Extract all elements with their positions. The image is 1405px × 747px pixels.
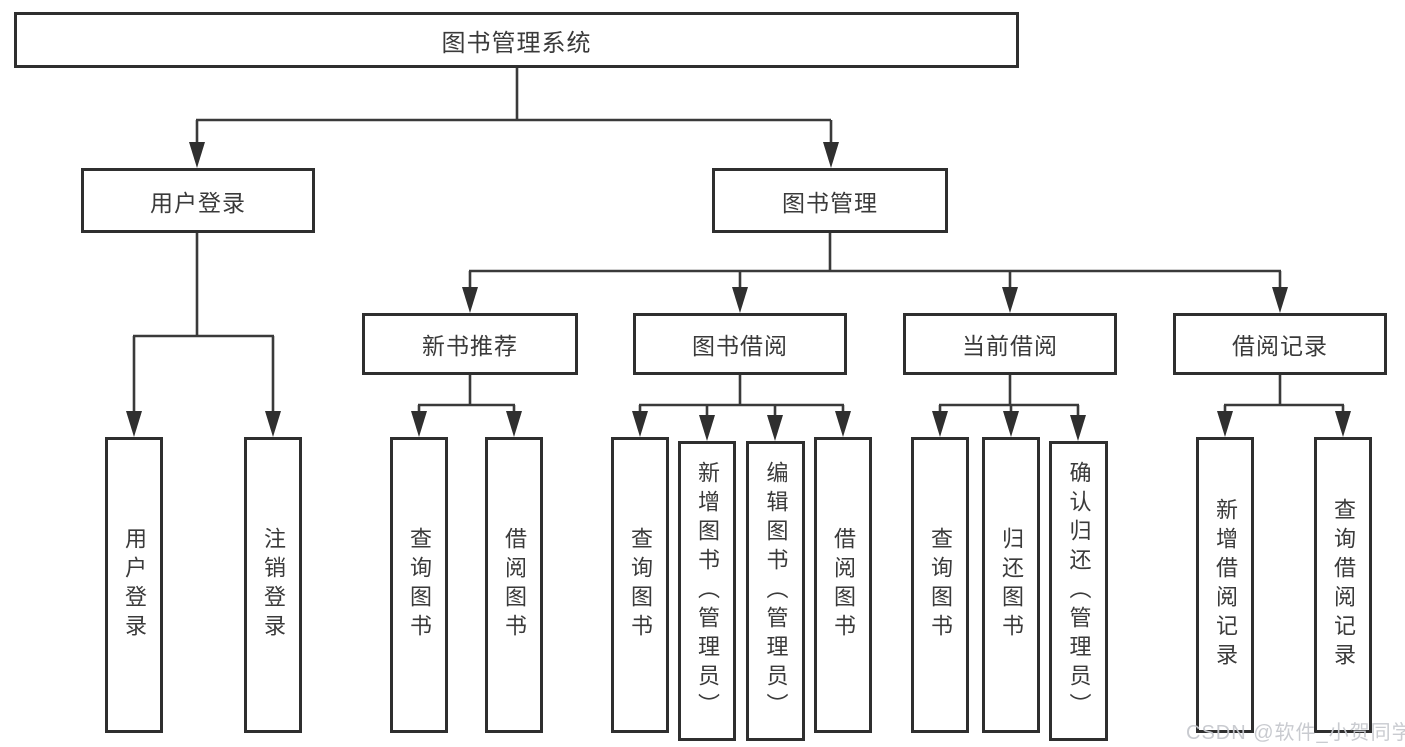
leaf-label: 归还图书	[999, 527, 1024, 643]
node-label: 当前借阅	[962, 333, 1058, 359]
leaf-label: 借阅图书	[831, 527, 856, 643]
node-label: 图书借阅	[692, 333, 788, 359]
node-label: 图书管理	[782, 189, 878, 216]
leaf-label: 查询借阅记录	[1331, 498, 1356, 672]
leaf-add-borrow-record: 新增借阅记录	[1196, 437, 1254, 733]
node-book-borrowing: 图书借阅	[633, 313, 847, 375]
node-label: 用户登录	[150, 189, 246, 216]
leaf-label: 查询图书	[928, 527, 953, 643]
leaf-confirm-return-admin: 确认归还（管理员）	[1049, 441, 1108, 741]
leaf-logout: 注销登录	[244, 437, 302, 733]
leaf-edit-books-admin: 编辑图书（管理员）	[746, 441, 805, 741]
node-user-login: 用户登录	[81, 168, 315, 233]
leaf-user-login: 用户登录	[105, 437, 163, 733]
node-new-book-recommend: 新书推荐	[362, 313, 578, 375]
leaf-label: 用户登录	[122, 527, 147, 643]
leaf-label: 新增借阅记录	[1213, 498, 1238, 672]
node-current-borrowing: 当前借阅	[903, 313, 1117, 375]
leaf-return-books: 归还图书	[982, 437, 1040, 733]
leaf-label: 确认归还（管理员）	[1066, 460, 1092, 722]
leaf-label: 查询图书	[407, 527, 432, 643]
csdn-watermark: CSDN @软件_小贺同学	[1186, 722, 1405, 744]
leaf-query-borrow-record: 查询借阅记录	[1314, 437, 1372, 733]
leaf-borrow-books-1: 借阅图书	[485, 437, 543, 733]
node-library-management-system: 图书管理系统	[14, 12, 1019, 68]
node-book-management: 图书管理	[712, 168, 948, 233]
leaf-query-books-3: 查询图书	[911, 437, 969, 733]
leaf-query-books-2: 查询图书	[611, 437, 669, 733]
leaf-label: 编辑图书（管理员）	[763, 460, 789, 722]
leaf-label: 查询图书	[628, 527, 653, 643]
leaf-label: 借阅图书	[502, 527, 527, 643]
leaf-add-books-admin: 新增图书（管理员）	[678, 441, 736, 741]
node-label: 借阅记录	[1232, 333, 1328, 359]
node-label: 新书推荐	[422, 333, 518, 359]
node-borrowing-records: 借阅记录	[1173, 313, 1387, 375]
node-label: 图书管理系统	[441, 29, 592, 57]
leaf-label: 注销登录	[261, 527, 286, 643]
leaf-query-books-1: 查询图书	[390, 437, 448, 733]
leaf-borrow-books-2: 借阅图书	[814, 437, 872, 733]
leaf-label: 新增图书（管理员）	[695, 460, 720, 722]
